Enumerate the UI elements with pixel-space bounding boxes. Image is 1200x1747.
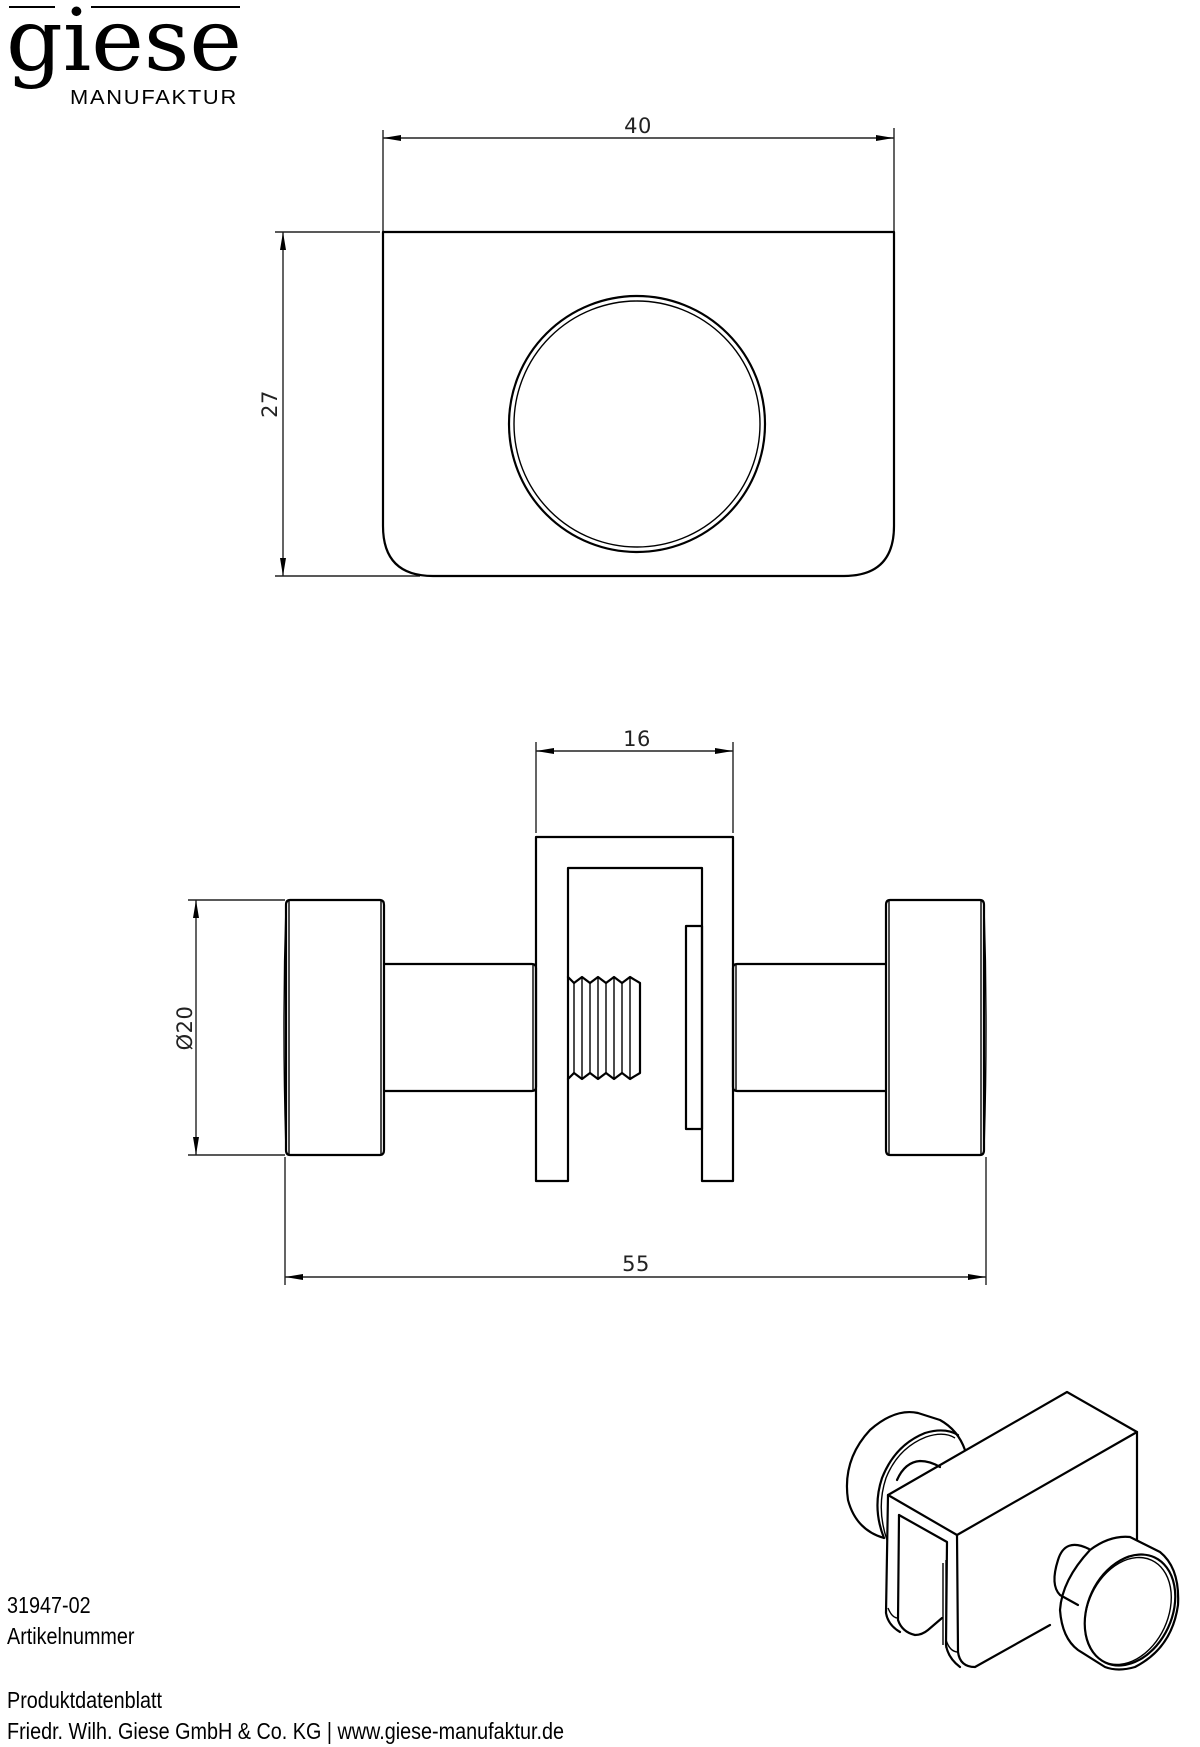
logo-subtitle: MANUFAKTUR — [70, 87, 238, 109]
left-knob — [283, 898, 386, 1157]
article-number: 31947-02 — [7, 1592, 91, 1618]
knob-outer-circle — [507, 294, 767, 554]
dimension-clamp-16: 16 — [535, 727, 734, 833]
article-number-label: Artikelnummer — [7, 1623, 135, 1649]
dimension-length-55: 55 — [284, 1157, 987, 1285]
iso-right-knob — [1053, 1535, 1180, 1671]
left-shaft — [382, 962, 538, 1093]
dimension-diameter-20: Ø20 — [173, 899, 285, 1156]
knob-inner-circle — [513, 300, 761, 548]
pressure-pad — [684, 924, 704, 1131]
dimension-width-40: 40 — [382, 114, 895, 232]
iso-left-knob — [845, 1411, 967, 1541]
plate-outline — [381, 230, 896, 578]
right-shaft — [731, 962, 888, 1093]
threaded-screw — [566, 975, 642, 1081]
giese-logo: giese MANUFAKTUR — [6, 0, 242, 109]
dimension-label-27: 27 — [258, 390, 282, 418]
front-view: 16 Ø20 55 — [173, 727, 987, 1285]
dimension-label-55: 55 — [622, 1252, 650, 1276]
top-view: 40 27 — [258, 114, 896, 578]
dimension-label-16: 16 — [623, 727, 651, 751]
dimension-label-diameter: Ø20 — [173, 1006, 197, 1051]
dimension-height-27: 27 — [258, 231, 420, 577]
clamp-body — [534, 835, 735, 1183]
company-info: Friedr. Wilh. Giese GmbH & Co. KG | www.… — [7, 1718, 564, 1744]
iso-clamp-block — [884, 1390, 1139, 1669]
document-title: Produktdatenblatt — [7, 1687, 163, 1713]
logo-wordmark: giese — [6, 0, 242, 91]
right-knob — [884, 898, 987, 1157]
isometric-view — [845, 1390, 1180, 1671]
dimension-label-40: 40 — [624, 114, 652, 138]
